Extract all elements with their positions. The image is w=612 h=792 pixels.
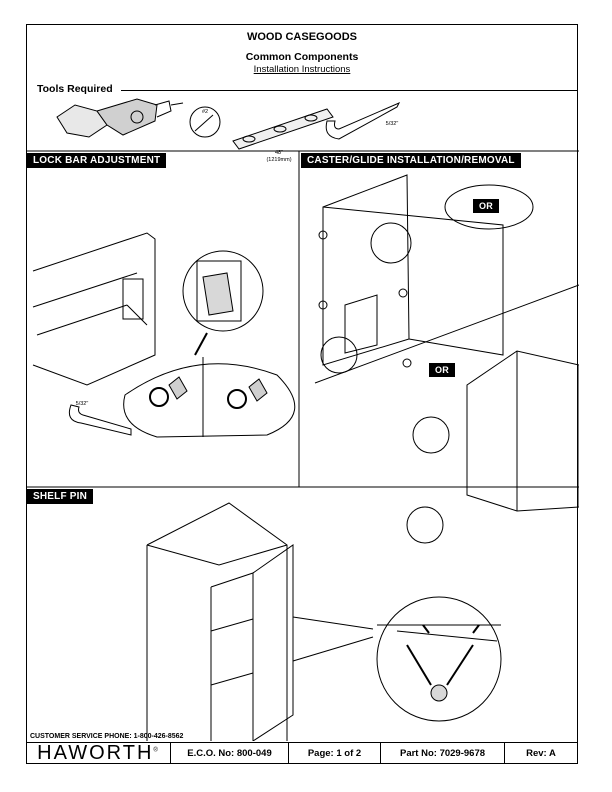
lock-bar-cabinet — [32, 232, 156, 386]
drill-icon — [56, 98, 184, 138]
brand-logo: HAWORTH® — [27, 742, 171, 764]
page-number: Page: 1 of 2 — [289, 743, 381, 764]
customer-service-phone: CUSTOMER SERVICE PHONE: 1-800-426-8562 — [30, 733, 184, 740]
shelf-pin-detail — [376, 596, 502, 722]
section-label-shelf-pin: SHELF PIN — [27, 489, 94, 504]
caster-circle-2 — [320, 336, 358, 374]
phillips-bit-icon — [189, 106, 221, 138]
bit-size-label: #2 — [201, 109, 209, 115]
hex-key-icon — [325, 101, 401, 140]
level-length-label: 48" — [274, 150, 284, 156]
level-length-metric-label: (1219mm) — [266, 157, 292, 163]
caster-cabinet-2 — [466, 350, 579, 512]
document-title: WOOD CASEGOODS — [246, 31, 357, 43]
revision: Rev: A — [526, 748, 556, 759]
or-badge-1: OR — [473, 199, 499, 213]
section-label-caster: CASTER/GLIDE INSTALLATION/REMOVAL — [301, 153, 521, 168]
illustrations — [27, 98, 579, 741]
lock-detail-top — [182, 250, 264, 356]
caster-glide-inset — [444, 184, 534, 230]
document-type: Installation Instructions — [253, 64, 351, 75]
lock-hex-key-icon — [68, 404, 132, 436]
brand-mark: ® — [153, 747, 160, 754]
footer-bar: HAWORTH® E.C.O. No: 800-049 Page: 1 of 2… — [27, 742, 577, 764]
caster-circle-4 — [406, 506, 444, 544]
caster-circle-1 — [370, 222, 412, 264]
lock-hex-key-size-label: 5/32" — [75, 401, 89, 407]
part-number-label: Part No: — [399, 748, 437, 759]
shelf-pin-cabinet — [146, 502, 294, 741]
page-frame: WOOD CASEGOODS Common Components Install… — [26, 24, 579, 764]
tools-required-label: Tools Required — [37, 83, 113, 95]
or-badge-2: OR — [429, 363, 455, 377]
section-label-lock-bar: LOCK BAR ADJUSTMENT — [27, 153, 167, 168]
shelf-pin-leader — [292, 616, 374, 630]
part-number-cell: Part No: 7029-9678 — [381, 743, 505, 764]
brand-name: HAWORTH — [37, 742, 154, 764]
part-number: 7029-9678 — [439, 748, 486, 759]
eco-number: E.C.O. No: 800-049 — [171, 743, 289, 764]
hex-key-size-label: 5/32" — [385, 121, 399, 127]
caster-circle-3 — [412, 416, 450, 454]
lock-detail-bottom — [123, 357, 296, 438]
level-icon — [232, 108, 334, 150]
caster-diagonal — [314, 284, 579, 384]
document-subtitle: Common Components — [245, 51, 359, 63]
tools-divider — [121, 90, 577, 91]
caster-cabinet — [318, 174, 504, 368]
